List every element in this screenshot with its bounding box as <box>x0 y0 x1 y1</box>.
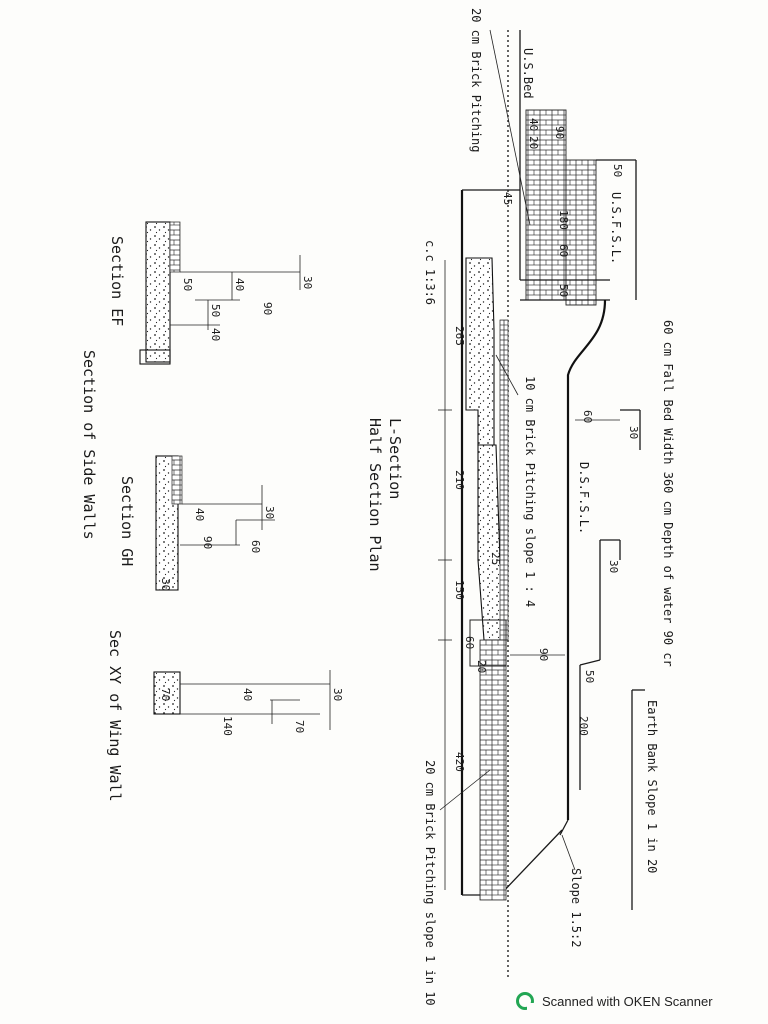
svg-text:60: 60 <box>463 636 476 649</box>
svg-text:90: 90 <box>261 302 274 315</box>
svg-text:70: 70 <box>293 720 306 733</box>
svg-text:40: 40 <box>527 118 540 131</box>
cc-label: c.c 1:3:6 <box>423 240 437 305</box>
sec-xy-title: Sec XY of Wing Wall <box>106 630 124 802</box>
cutoff-wall <box>469 619 507 667</box>
section-gh-title: Section GH <box>118 476 136 566</box>
svg-text:30: 30 <box>627 426 640 439</box>
svg-text:25: 25 <box>489 552 502 565</box>
svg-text:30: 30 <box>331 688 344 701</box>
downstream-brick-pitching <box>479 639 507 901</box>
svg-text:50: 50 <box>583 670 596 683</box>
svg-text:20: 20 <box>475 660 488 673</box>
svg-text:30: 30 <box>159 578 172 591</box>
xy-wall-body <box>153 671 181 715</box>
usfsl-label: U.S.F.S.L. <box>609 192 623 264</box>
tail-slope-line <box>499 829 563 896</box>
svg-text:140: 140 <box>221 716 234 736</box>
svg-text:70: 70 <box>159 688 172 701</box>
concrete-floor-upper <box>465 257 495 446</box>
section-gh-drawing <box>155 455 275 591</box>
sec-xy-drawing <box>153 670 331 730</box>
svg-text:265: 265 <box>453 326 466 346</box>
brick-pitching-10cm <box>499 319 509 641</box>
ef-wall-body <box>145 221 171 363</box>
svg-text:40: 40 <box>209 328 222 341</box>
svg-text:90: 90 <box>201 536 214 549</box>
l-section-title: L-Section <box>386 418 404 499</box>
section-ef-title: Section EF <box>108 236 126 326</box>
glacis-toe <box>559 819 569 836</box>
side-wall-title: Section of Side Walls <box>80 350 98 540</box>
svg-text:50: 50 <box>181 278 194 291</box>
upstream-brick-pitching <box>525 109 567 301</box>
svg-text:60: 60 <box>581 410 594 423</box>
svg-text:30: 30 <box>263 506 276 519</box>
fall-spec-label: 60 cm Fall Bed Width 360 cm Depth of wat… <box>661 320 675 667</box>
svg-text:50: 50 <box>611 164 624 177</box>
svg-text:50: 50 <box>557 284 570 297</box>
svg-text:420: 420 <box>453 752 466 772</box>
svg-text:90: 90 <box>537 648 550 661</box>
top-pitching-leader <box>489 29 531 226</box>
svg-text:60: 60 <box>249 540 262 553</box>
glacis-curve <box>566 299 607 820</box>
svg-text:40: 40 <box>233 278 246 291</box>
brick-pitching-20-label: 20 cm Brick Pitching slope 1 in 10 <box>423 760 437 1006</box>
section-ef-drawing <box>139 221 301 365</box>
svg-text:40: 40 <box>241 688 254 701</box>
scanner-watermark-text: Scanned with OKEN Scanner <box>542 993 713 1009</box>
svg-text:210: 210 <box>453 470 466 490</box>
dsfsl-label: D.S.F.S.L. <box>577 462 591 534</box>
slope-label: Slope 1.5:2 <box>569 868 583 947</box>
svg-text:30: 30 <box>301 276 314 289</box>
svg-text:90: 90 <box>553 126 566 139</box>
svg-text:180: 180 <box>557 210 570 230</box>
svg-text:40: 40 <box>193 508 206 521</box>
upstream-brick-row <box>565 159 597 306</box>
scanner-watermark: Scanned with OKEN Scanner <box>516 989 713 1013</box>
us-bed-label: U.S.Bed <box>521 48 535 99</box>
svg-text:50: 50 <box>209 304 222 317</box>
svg-text:150: 150 <box>453 580 466 600</box>
l-section-drawing <box>438 29 645 980</box>
svg-text:200: 200 <box>577 716 590 736</box>
svg-text:30: 30 <box>607 560 620 573</box>
half-plan-title: Half Section Plan <box>366 418 384 572</box>
top-pitching-label: 20 cm Brick Pitching <box>469 8 483 153</box>
earth-bank-label: Earth Bank Slope 1 in 20 <box>645 700 659 873</box>
svg-text:20: 20 <box>527 136 540 149</box>
scanner-logo-icon <box>516 992 534 1010</box>
brick-pitching-10-label: 10 cm Brick Pitching slope 1 : 4 <box>523 376 537 607</box>
svg-text:45: 45 <box>501 192 514 205</box>
svg-text:60: 60 <box>557 244 570 257</box>
